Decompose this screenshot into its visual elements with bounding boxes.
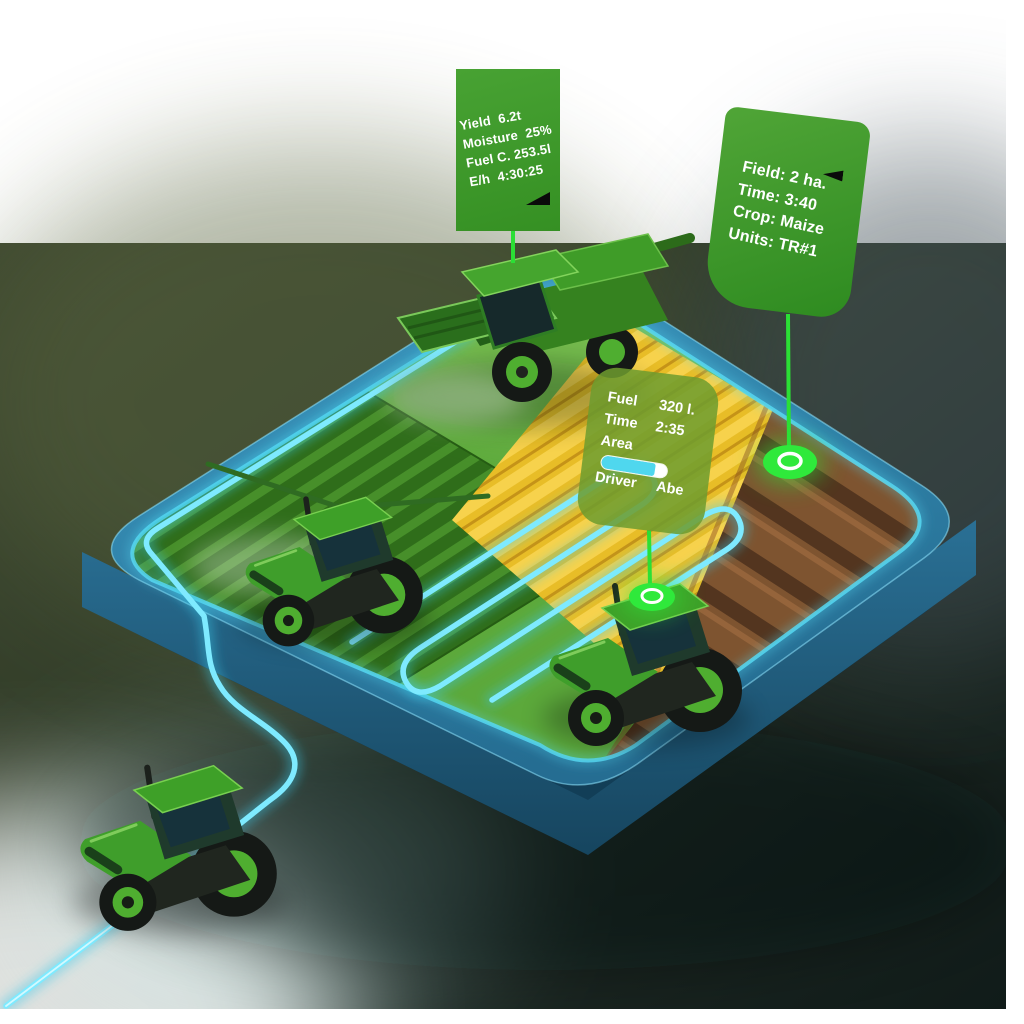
sprayer-boom: [205, 461, 345, 511]
right-white-strip: [1006, 0, 1024, 1024]
tractor-callout[interactable]: Fuel 320 l. Time 2:35 Area Driver Abe: [574, 364, 722, 538]
sprayer-tractor[interactable]: [190, 461, 491, 648]
field-callout[interactable]: Field: 2 ha. Time: 3:40 Crop: Maize Unit…: [702, 105, 872, 321]
harvest-dust: [385, 372, 525, 424]
harvester-callout[interactable]: Yield 6.2t Moisture 25% Fuel C. 253.5l E…: [456, 69, 560, 231]
slab-shadow: [75, 720, 1015, 970]
combine-roof: [460, 249, 580, 297]
corner-triangle-icon: [526, 192, 550, 205]
bottom-white-strip: [0, 1009, 1024, 1024]
field-callout-text: Field: 2 ha. Time: 3:40 Crop: Maize Unit…: [726, 157, 836, 265]
gps-ring-marker-soil[interactable]: [756, 440, 824, 484]
harvester-callout-text: Yield 6.2t Moisture 25% Fuel C. 253.5l E…: [458, 102, 560, 192]
driver-value: Abe: [655, 479, 685, 500]
time-value: 2:35: [654, 418, 686, 440]
callout-stems: [511, 231, 791, 587]
tractor-callout-text: Fuel 320 l. Time 2:35 Area Driver Abe: [593, 387, 697, 503]
area-label: Area: [599, 432, 635, 454]
gps-ring-marker-tractor-roof[interactable]: [622, 578, 682, 616]
combine-harvester[interactable]: [385, 233, 695, 429]
